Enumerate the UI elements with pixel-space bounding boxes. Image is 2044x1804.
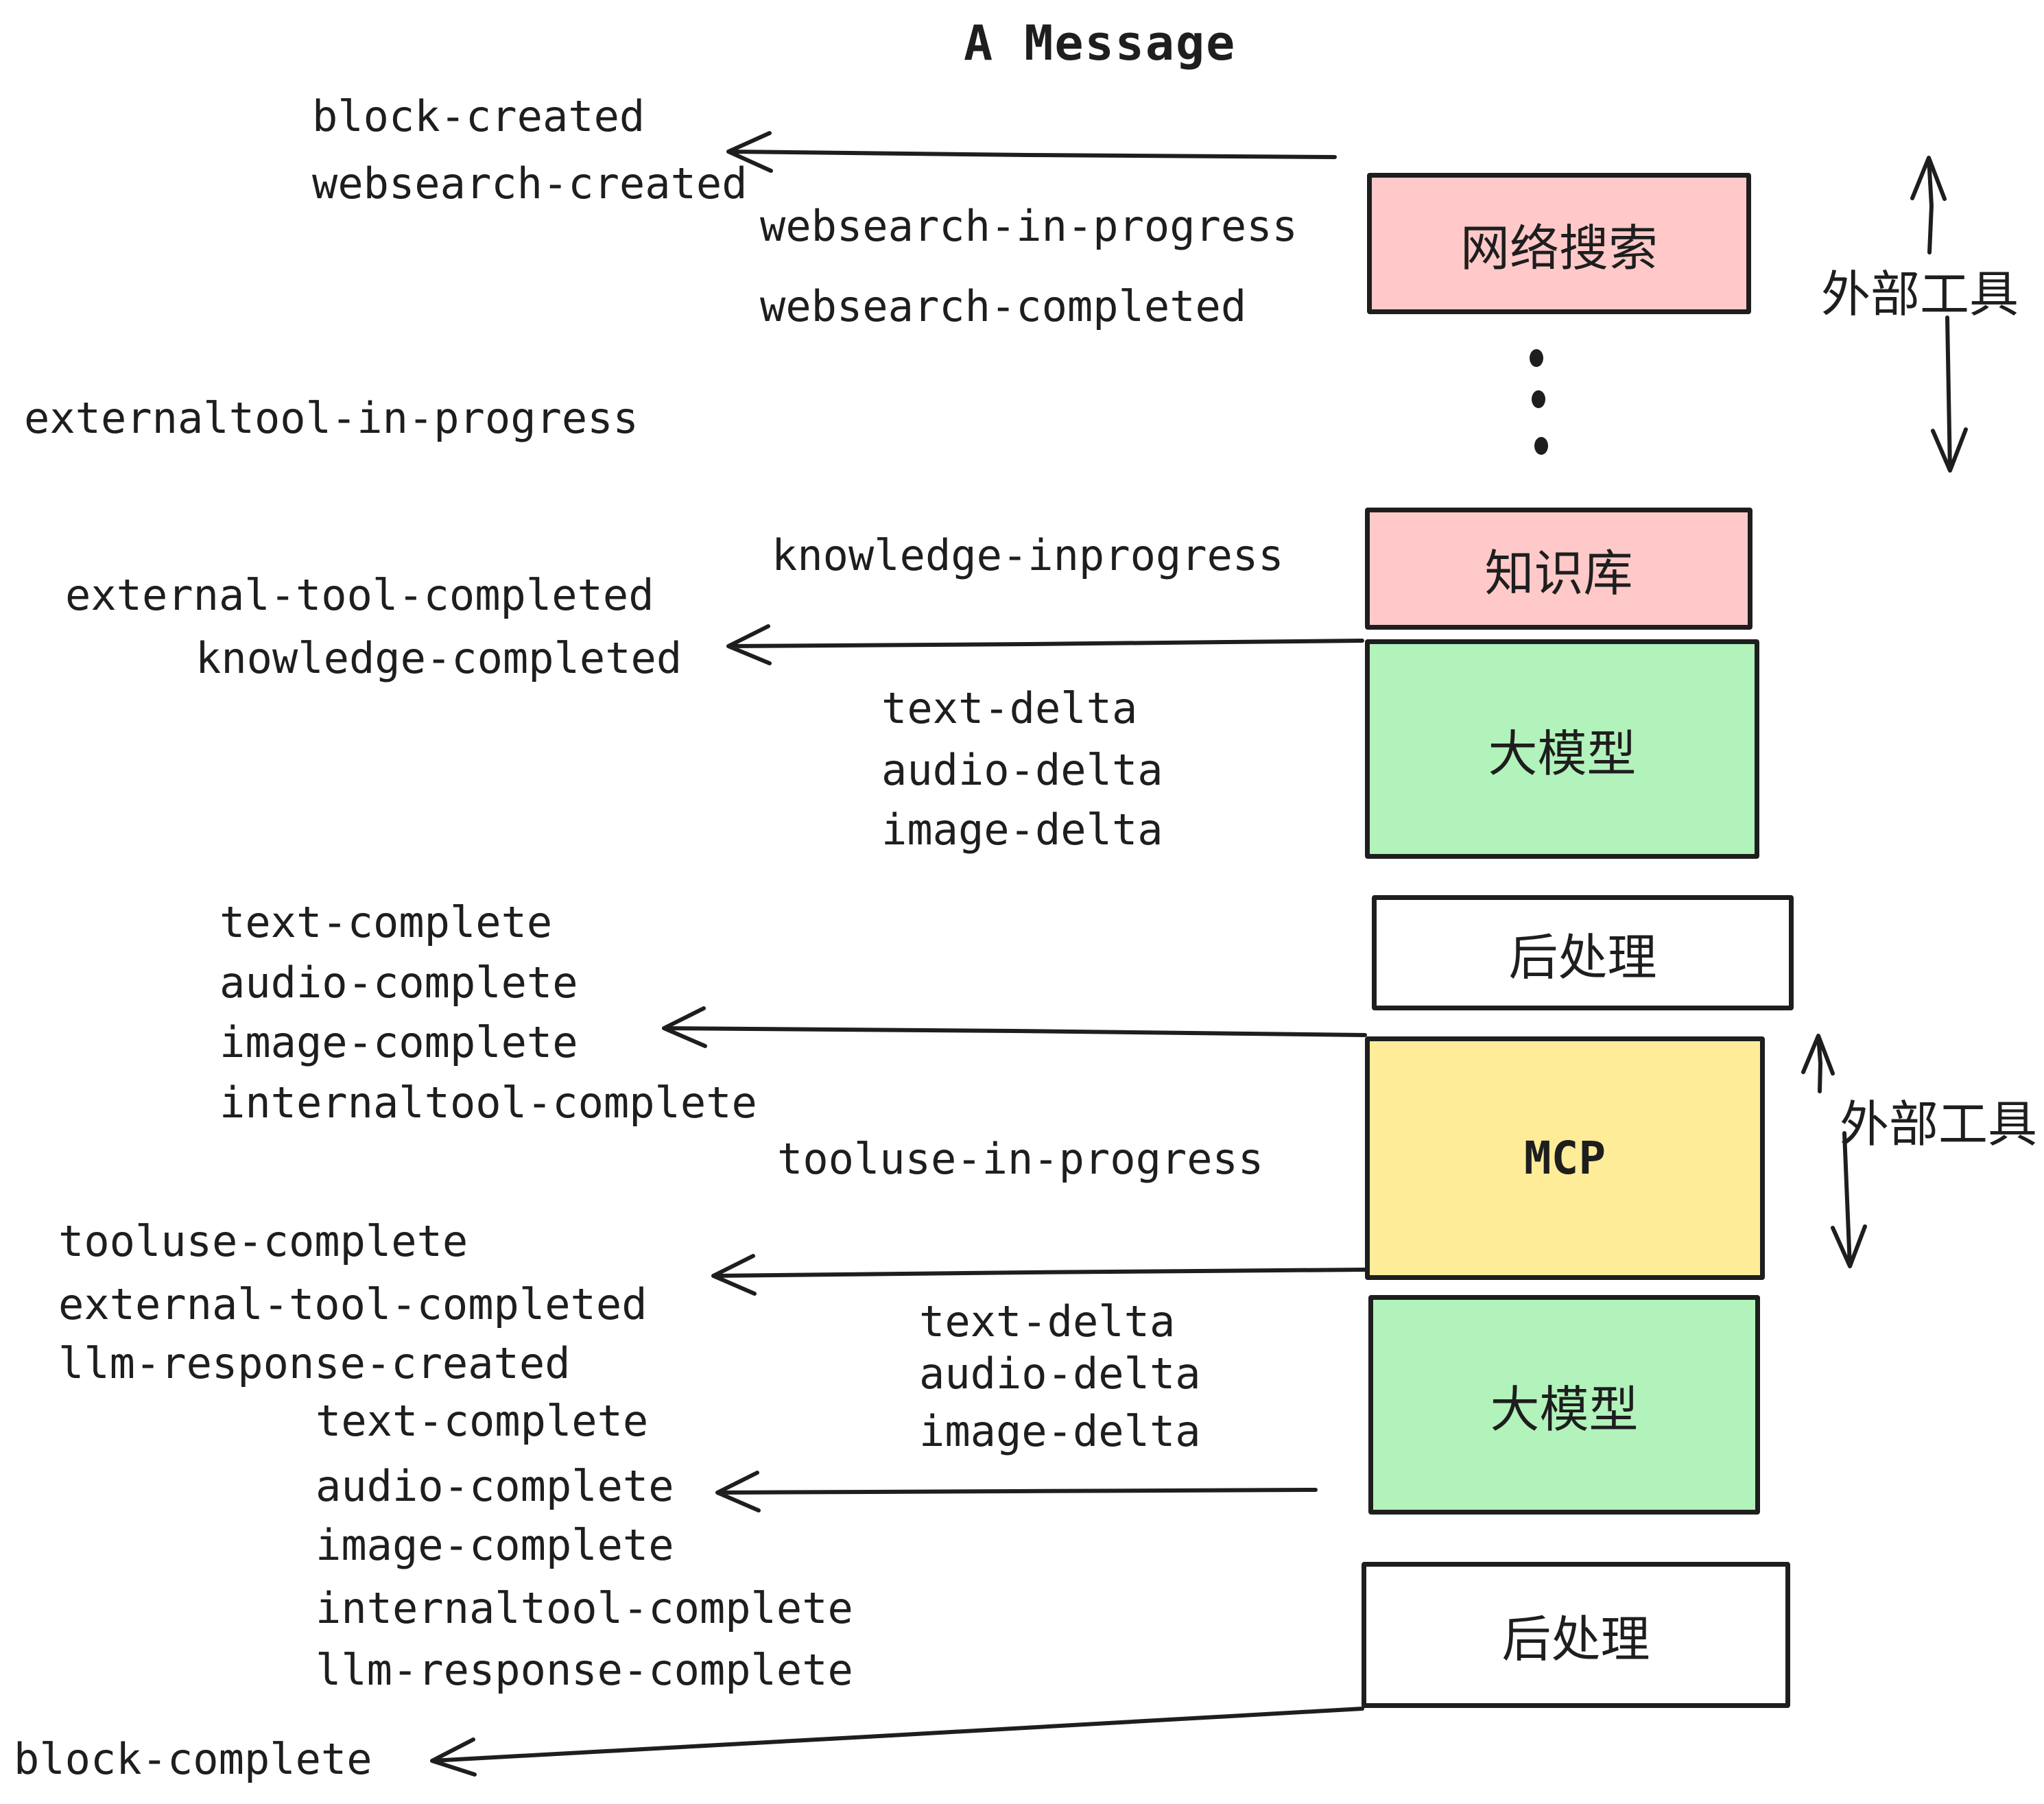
- event-image-complete-1: image-complete: [219, 1017, 578, 1067]
- event-tooluse-complete: tooluse-complete: [58, 1216, 468, 1266]
- event-tooluse-in-progress: tooluse-in-progress: [777, 1134, 1264, 1184]
- event-llm-response-complete: llm-response-complete: [316, 1645, 853, 1695]
- postprocess-box-1-label: 后处理: [1508, 930, 1657, 986]
- arrow-external-tools-down-1: [1931, 316, 1968, 473]
- arrow-image-complete: [662, 1006, 1367, 1048]
- postprocess-box-2: 后处理: [1362, 1562, 1790, 1708]
- event-llm-response-created: llm-response-created: [58, 1338, 571, 1388]
- event-text-delta-2: text-delta: [919, 1296, 1176, 1346]
- arrow-websearch-created: [726, 131, 1337, 173]
- websearch-box: 网络搜索: [1367, 173, 1751, 314]
- knowledge-box: 知识库: [1365, 508, 1752, 630]
- event-audio-complete-2: audio-complete: [316, 1461, 674, 1511]
- arrow-external-tools-up-1: [1910, 156, 1947, 254]
- event-image-complete-2: image-complete: [316, 1520, 674, 1570]
- knowledge-box-label: 知识库: [1484, 546, 1633, 602]
- event-knowledge-completed: knowledge-completed: [195, 633, 682, 683]
- llm-box-1: 大模型: [1365, 639, 1759, 859]
- arrow-audio-complete: [715, 1471, 1318, 1512]
- event-external-tool-completed-2: external-tool-completed: [58, 1279, 647, 1329]
- mcp-box: MCP: [1365, 1036, 1765, 1280]
- postprocess-box-2-label: 后处理: [1501, 1613, 1650, 1667]
- event-knowledge-inprogress: knowledge-inprogress: [772, 530, 1284, 580]
- event-websearch-in-progress: websearch-in-progress: [760, 201, 1298, 251]
- external-tools-label-2: 外部工具: [1840, 1097, 2038, 1152]
- event-websearch-created: websearch-created: [312, 158, 748, 209]
- mcp-box-label: MCP: [1523, 1132, 1606, 1185]
- external-tools-label-1: 外部工具: [1821, 268, 2019, 322]
- event-audio-delta-2: audio-delta: [919, 1349, 1201, 1399]
- event-text-delta-1: text-delta: [881, 683, 1138, 733]
- llm-box-2-label: 大模型: [1490, 1382, 1639, 1438]
- event-image-delta-2: image-delta: [919, 1406, 1201, 1456]
- event-text-complete-2: text-complete: [316, 1396, 649, 1446]
- arrow-tooluse-complete: [711, 1254, 1367, 1296]
- arrow-external-tools-up-2: [1801, 1034, 1835, 1093]
- llm-box-1-label: 大模型: [1488, 726, 1637, 782]
- page-title: A Message: [964, 15, 1237, 71]
- event-block-created: block-created: [312, 91, 645, 141]
- arrow-knowledge-completed: [726, 624, 1364, 665]
- event-internaltool-complete-1: internaltool-complete: [219, 1078, 757, 1128]
- arrow-block-complete: [430, 1707, 1364, 1777]
- event-image-delta-1: image-delta: [881, 805, 1163, 855]
- vertical-ellipsis: [1530, 349, 1548, 455]
- websearch-box-label: 网络搜索: [1460, 221, 1658, 276]
- event-external-tool-completed: external-tool-completed: [65, 570, 654, 620]
- event-audio-delta-1: audio-delta: [881, 745, 1163, 795]
- event-audio-complete-1: audio-complete: [219, 958, 578, 1008]
- event-text-complete-1: text-complete: [219, 897, 553, 947]
- event-externaltool-in-progress: externaltool-in-progress: [24, 393, 639, 443]
- event-internaltool-complete-2: internaltool-complete: [316, 1583, 853, 1633]
- event-websearch-completed: websearch-completed: [760, 281, 1247, 331]
- event-block-complete: block-complete: [14, 1734, 372, 1784]
- llm-box-2: 大模型: [1368, 1295, 1760, 1515]
- postprocess-box-1: 后处理: [1372, 895, 1794, 1010]
